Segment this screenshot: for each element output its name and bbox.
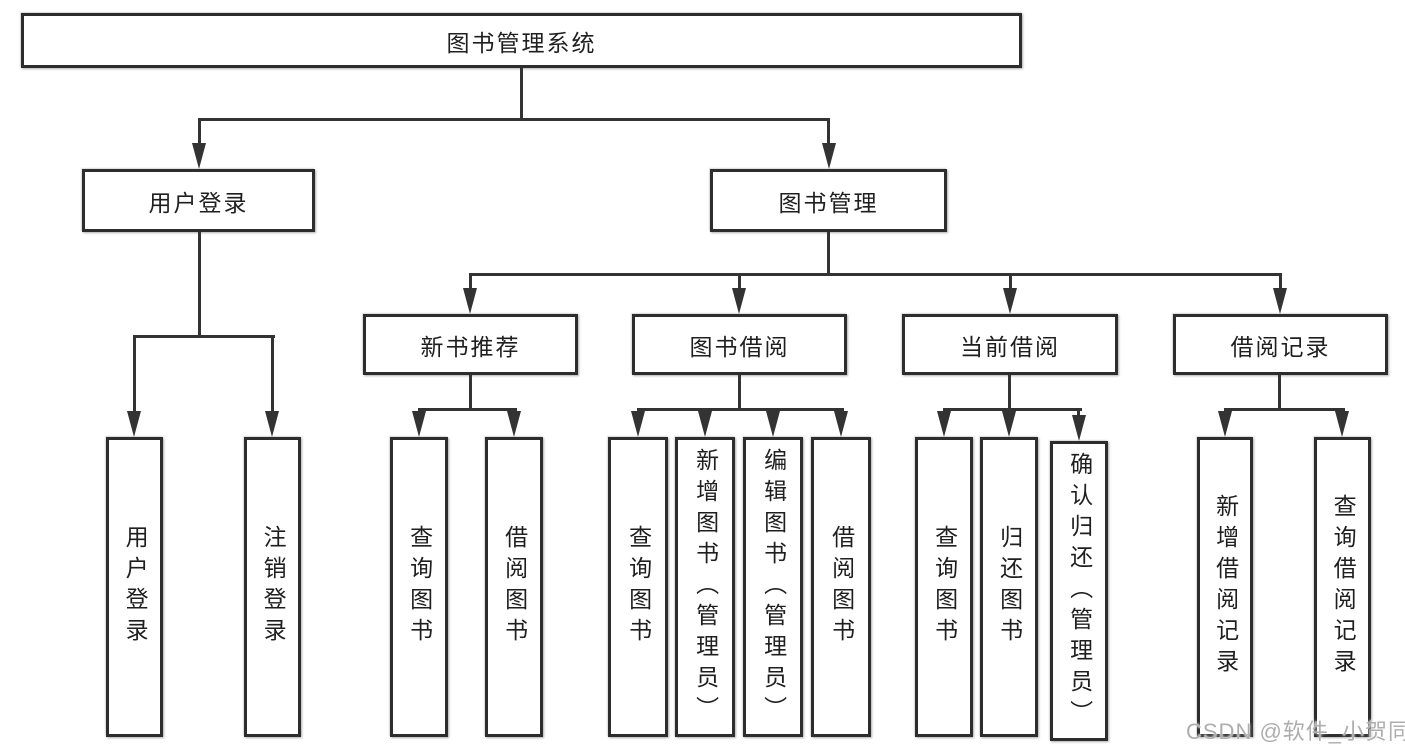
leaf-record-add: 新增借阅记录 — [1197, 437, 1253, 737]
leaf-borrowing-add-admin: 新增图书（管理员） — [675, 437, 735, 737]
arrowhead-down-icon — [1335, 411, 1349, 437]
arrowhead-down-icon — [822, 143, 836, 169]
connector-line — [827, 121, 830, 146]
arrowhead-down-icon — [631, 411, 645, 437]
connector-line — [198, 232, 201, 338]
connector-line — [1009, 276, 1012, 290]
leaf-newbook-borrow: 借阅图书 — [485, 437, 543, 737]
arrowhead-down-icon — [937, 411, 951, 437]
node-new-book-rec: 新书推荐 — [363, 314, 578, 375]
arrowhead-down-icon — [1273, 288, 1287, 314]
node-book-borrowing: 图书借阅 — [632, 314, 847, 375]
arrowhead-down-icon — [192, 143, 206, 169]
leaf-borrowing-query: 查询图书 — [608, 437, 668, 737]
leaf-user-login: 用户登录 — [106, 437, 163, 737]
connector-line — [133, 338, 136, 414]
connector-line — [1278, 375, 1281, 411]
connector-line — [1077, 408, 1080, 418]
connector-line — [469, 276, 472, 290]
connector-line — [1279, 276, 1282, 290]
leaf-record-query: 查询借阅记录 — [1314, 437, 1371, 737]
arrowhead-down-icon — [732, 288, 746, 314]
node-borrowing-records: 借阅记录 — [1173, 314, 1388, 375]
leaf-current-confirm-admin: 确认归还（管理员） — [1050, 441, 1108, 741]
arrowhead-down-icon — [507, 411, 521, 437]
leaf-newbook-query: 查询图书 — [390, 437, 448, 737]
node-current-borrowing: 当前借阅 — [902, 314, 1118, 375]
node-user-login: 用户登录 — [82, 169, 315, 232]
connector-line — [943, 408, 1082, 411]
leaf-logout: 注销登录 — [244, 437, 301, 737]
connector-line — [827, 232, 830, 276]
connector-line — [738, 375, 741, 411]
arrowhead-down-icon — [265, 411, 279, 437]
arrowhead-down-icon — [1218, 411, 1232, 437]
connector-line — [198, 118, 830, 121]
connector-line — [198, 121, 201, 146]
leaf-current-return: 归还图书 — [980, 437, 1038, 737]
connector-line — [637, 408, 844, 411]
arrowhead-down-icon — [698, 411, 712, 437]
connector-line — [1008, 375, 1011, 411]
arrowhead-down-icon — [1072, 415, 1086, 441]
connector-line — [469, 375, 472, 411]
arrowhead-down-icon — [1003, 288, 1017, 314]
leaf-current-query: 查询图书 — [915, 437, 973, 737]
leaf-borrowing-edit-admin: 编辑图书（管理员） — [743, 437, 803, 737]
arrowhead-down-icon — [1002, 411, 1016, 437]
connector-line — [133, 335, 275, 338]
connector-line — [1224, 408, 1345, 411]
arrowhead-down-icon — [412, 411, 426, 437]
connector-line — [271, 338, 274, 414]
arrowhead-down-icon — [127, 411, 141, 437]
leaf-borrowing-borrow: 借阅图书 — [811, 437, 871, 737]
arrowhead-down-icon — [463, 288, 477, 314]
connector-line — [520, 68, 523, 121]
connector-line — [469, 273, 1282, 276]
arrowhead-down-icon — [766, 411, 780, 437]
node-book-management: 图书管理 — [710, 169, 947, 232]
arrowhead-down-icon — [834, 411, 848, 437]
connector-line — [738, 276, 741, 290]
csdn-watermark: CSDN @软件_小贺同学 — [1186, 719, 1405, 744]
node-root: 图书管理系统 — [21, 13, 1022, 68]
connector-line — [418, 408, 517, 411]
